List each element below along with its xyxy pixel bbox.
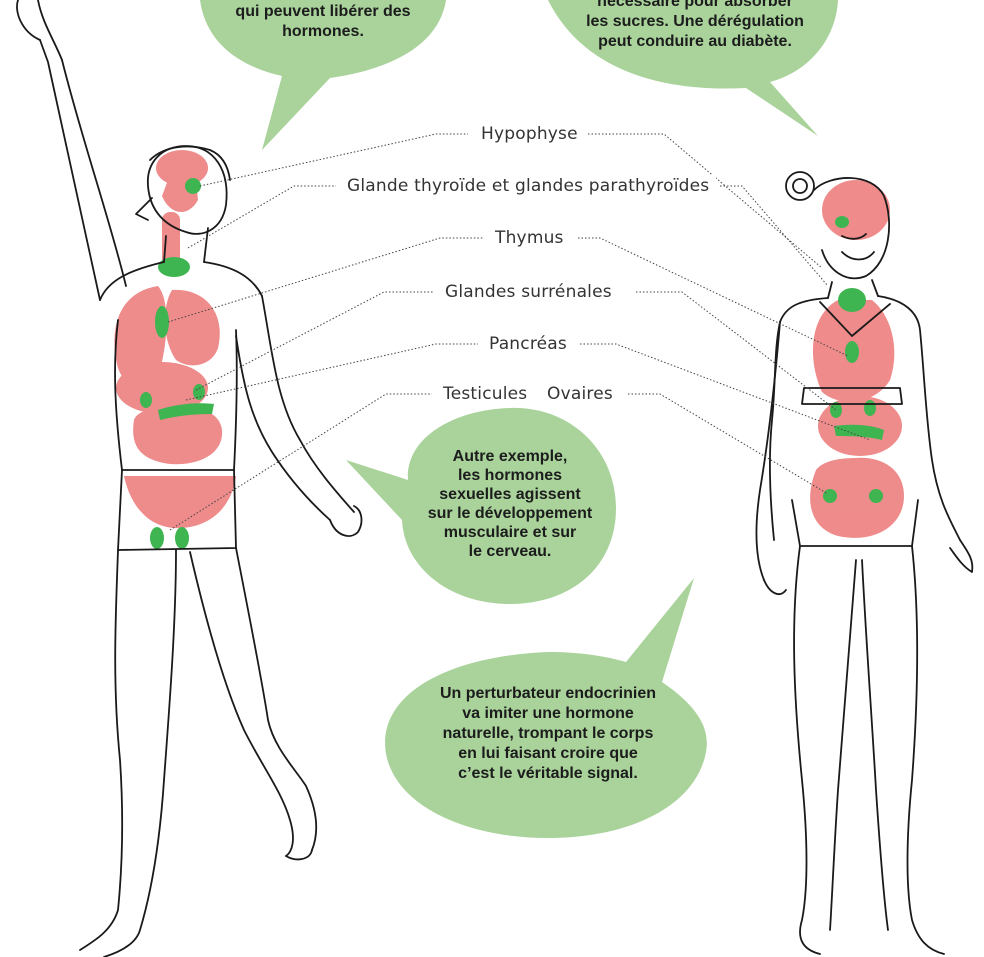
label-ovaires: Ovaires (540, 383, 620, 405)
label-surrenales: Glandes surrénales (438, 281, 619, 303)
man-testicule-right (175, 527, 189, 549)
bubble-line: sexuelles agissent (408, 485, 612, 504)
bubble-line: nécessaire pour absorber (555, 0, 835, 12)
bubble-line: Autre exemple, (408, 447, 612, 466)
man-organs (114, 150, 236, 528)
woman-thyroide (838, 288, 866, 312)
man-testicule-left (150, 527, 164, 549)
woman-outline (757, 172, 973, 954)
bubble-top-right-text: nécessaire pour absorber les sucres. Une… (555, 0, 835, 52)
woman-surrenale-right (864, 400, 876, 416)
bubble-bottom-text: Un perturbateur endocrinien va imiter un… (388, 684, 708, 784)
man-thyroide (158, 257, 190, 277)
woman-ovaire-right (869, 489, 883, 503)
bubble-line: naturelle, trompant le corps (388, 724, 708, 744)
bubble-line: en lui faisant croire que (388, 744, 708, 764)
label-thyroide: Glande thyroïde et glandes parathyroïdes (340, 175, 716, 197)
man-thymus (155, 306, 169, 338)
woman-hypophyse (835, 216, 849, 228)
woman-ovaire-left (823, 489, 837, 503)
man-surrenale-left (140, 392, 152, 408)
bubble-line: c’est le véritable signal. (388, 764, 708, 784)
man-hypophyse (185, 178, 201, 194)
woman-figure (757, 172, 973, 954)
woman-thymus (845, 341, 859, 363)
bubble-line: musculaire et sur (408, 523, 612, 542)
man-figure (17, 0, 361, 957)
bubble-line: qui peuvent libérer des (205, 2, 441, 22)
bubble-line: va imiter une hormone (388, 704, 708, 724)
bubble-line: hormones. (205, 22, 441, 42)
bubble-line: Un perturbateur endocrinien (388, 684, 708, 704)
bubble-middle-text: Autre exemple, les hormones sexuelles ag… (408, 447, 612, 561)
label-testicules: Testicules (436, 383, 534, 405)
bubble-line: les hormones (408, 466, 612, 485)
label-thymus: Thymus (488, 227, 571, 249)
bubble-line: peut conduire au diabète. (555, 32, 835, 52)
label-pancreas: Pancréas (482, 333, 574, 355)
bubble-line: sur le développement (408, 504, 612, 523)
label-hypophyse: Hypophyse (474, 123, 585, 145)
bubble-line: les sucres. Une dérégulation (555, 12, 835, 32)
bubble-line: le cerveau. (408, 542, 612, 561)
bubble-top-left-text: qui peuvent libérer des hormones. (205, 2, 441, 42)
